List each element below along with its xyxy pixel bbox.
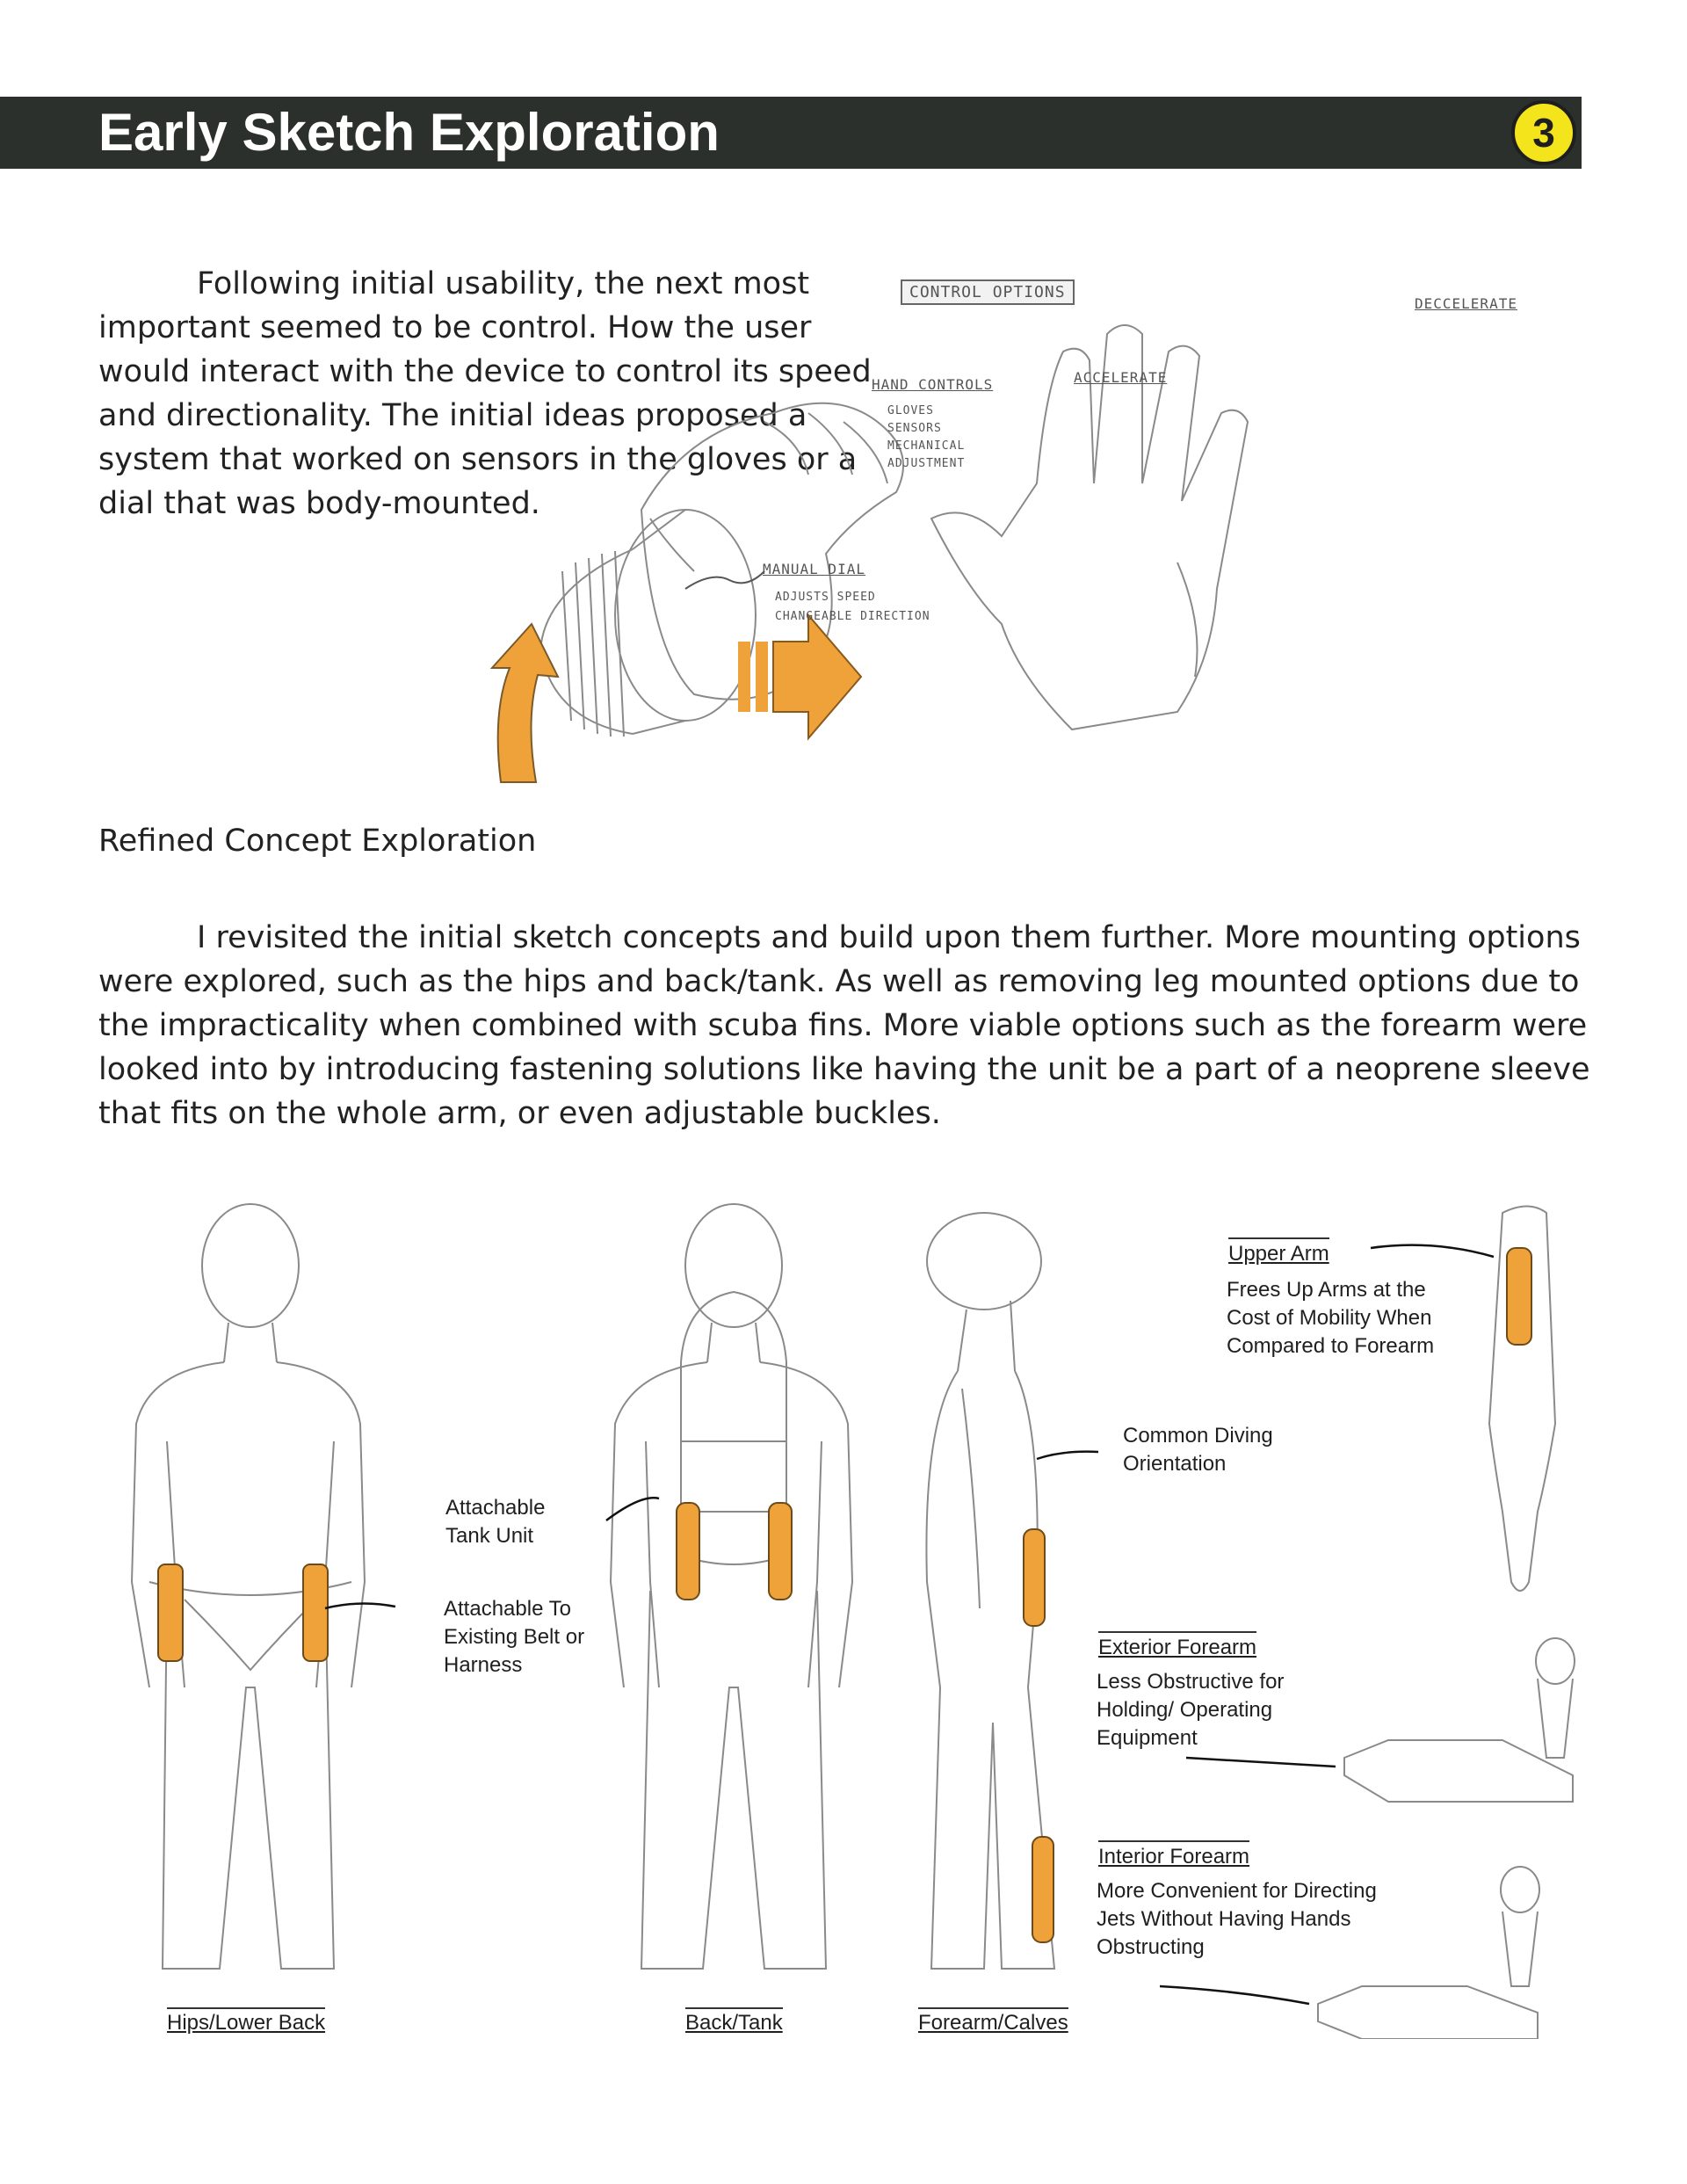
back-figure-sketch [609, 1203, 854, 1970]
section-heading: Refined Concept Exploration [98, 824, 537, 859]
diving-arrow [1036, 1450, 1099, 1461]
upper-arm-text: Frees Up Arms at the Cost of Mobility Wh… [1227, 1278, 1435, 1358]
diving-orientation-label: Common Diving Orientation [1123, 1424, 1273, 1476]
caption-forearm: Forearm/Calves [918, 2007, 1068, 2035]
dial-item-direction: CHANGEABLE DIRECTION [775, 610, 930, 623]
upper-arm-sketch [1488, 1205, 1557, 1592]
accelerate-hand-sketch [640, 402, 904, 700]
hand-item-adjustment: ADJUSTMENT [887, 457, 966, 470]
dial-item-speed: ADJUSTS SPEED [775, 591, 876, 604]
tank-unit-left [676, 1502, 700, 1600]
accelerate-arrow-icon [738, 613, 863, 741]
interior-arrow [1159, 1984, 1310, 2006]
upper-arm-arrow [1370, 1244, 1495, 1259]
decelerate-hand-sketch [930, 324, 1249, 731]
hand-item-gloves: GLOVES [887, 404, 934, 417]
refined-paragraph: I revisited the initial sketch concepts … [98, 916, 1592, 1136]
upper-arm-unit [1506, 1247, 1532, 1346]
interior-forearm-text: More Convenient for Directing Jets Witho… [1097, 1879, 1377, 1959]
hip-unit-right [302, 1564, 329, 1662]
exterior-forearm-sketch [1343, 1637, 1575, 1803]
hand-item-sensors: SENSORS [887, 422, 942, 435]
intro-paragraph: Following initial usability, the next mo… [98, 262, 872, 526]
refined-text: I revisited the initial sketch concepts … [98, 920, 1590, 1131]
control-options-sketch [489, 324, 1249, 783]
accelerate-label: ACCELERATE [1074, 369, 1168, 386]
forearm-unit [1023, 1528, 1046, 1627]
calf-unit [1032, 1836, 1054, 1943]
page-number-badge: 3 [1511, 100, 1576, 165]
rotate-arrow-icon [489, 622, 560, 783]
manual-dial-sketch [539, 509, 757, 737]
caption-back: Back/Tank [685, 2007, 783, 2035]
belt-arrow [324, 1602, 396, 1610]
upper-arm-heading: Upper Arm [1228, 1237, 1329, 1266]
tank-unit-label: Attachable Tank Unit [445, 1496, 546, 1548]
hand-controls-label: HAND CONTROLS [872, 376, 994, 393]
control-options-label: CONTROL OPTIONS [901, 279, 1075, 305]
hand-item-mechanical: MECHANICAL [887, 439, 966, 453]
interior-forearm-heading: Interior Forearm [1098, 1840, 1250, 1869]
exterior-forearm-text: Less Obstructive for Holding/ Operating … [1097, 1670, 1285, 1750]
belt-label: Attachable To Existing Belt or Harness [444, 1597, 585, 1677]
intro-text: Following initial usability, the next mo… [98, 266, 872, 521]
exterior-arrow [1185, 1756, 1336, 1768]
exterior-forearm-heading: Exterior Forearm [1098, 1631, 1257, 1660]
manual-dial-label: MANUAL DIAL [763, 561, 865, 577]
interior-forearm-sketch [1317, 1866, 1540, 2039]
header-bar [0, 97, 1582, 169]
figure-sketches [130, 1203, 1575, 2039]
decelerate-label: DECCELERATE [1415, 295, 1517, 312]
caption-hips: Hips/Lower Back [167, 2007, 326, 2035]
page-title: Early Sketch Exploration [98, 103, 720, 162]
side-figure-sketch [925, 1212, 1056, 1970]
tank-unit-right [768, 1502, 793, 1600]
tank-arrow [605, 1497, 660, 1522]
hip-unit-left [157, 1564, 184, 1662]
